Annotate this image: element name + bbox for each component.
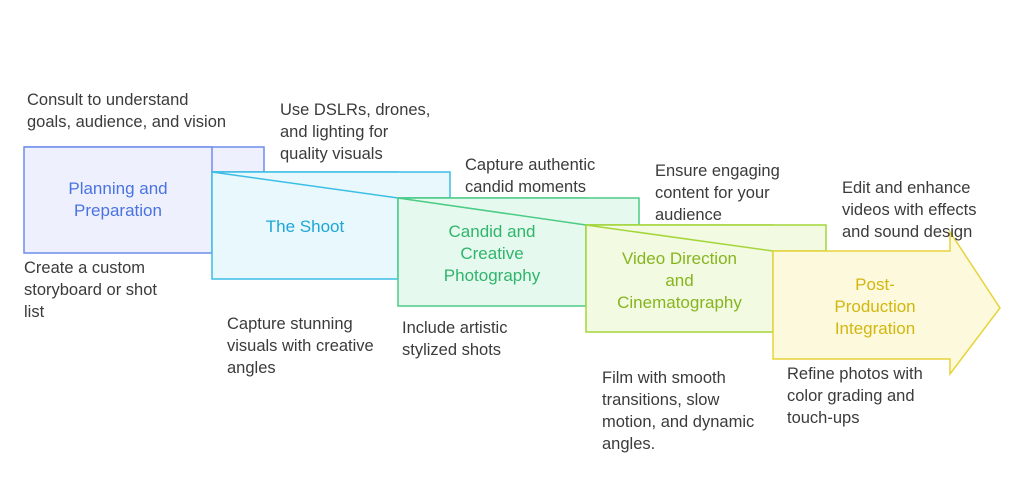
note-line: videos with effects [842,201,977,219]
step-5-top-note: Edit and enhance videos with effects and… [842,177,977,243]
step-5-title-line: Post- [855,275,895,294]
step-3-top-note: Capture authentic candid moments [465,154,595,198]
note-line: transitions, slow [602,391,720,409]
note-line: audience [655,206,722,224]
step-4-card [585,224,827,333]
step-1-title: Planning and Preparation [24,178,212,222]
step-5-arrow [772,229,1001,377]
step-4-shape [585,224,774,333]
step-5-title: Post- Production Integration [773,274,977,340]
step-4-bottom-note: Film with smooth transitions, slow motio… [602,367,754,455]
step-3-title: Candid and Creative Photography [398,221,586,287]
step-5-title-line: Production [834,297,916,316]
step-1-shape [23,146,213,254]
note-line: Capture authentic [465,156,596,174]
step-5-bottom-note: Refine photos with color grading and tou… [787,363,923,429]
step-3-title-line: Candid and [448,222,536,241]
note-line: Consult to understand [27,91,189,109]
note-line: Film with smooth [602,369,726,387]
step-3-card [397,197,640,307]
step-2-title: The Shoot [212,216,398,238]
note-line: visuals with creative [227,337,374,355]
step-3-bottom-note: Include artistic stylized shots [402,317,507,361]
note-line: Ensure engaging [655,162,780,180]
step-2-card [211,171,451,280]
step-4-title-line: Video Direction [622,249,737,268]
note-line: touch-ups [787,409,860,427]
note-line: candid moments [465,178,587,196]
note-line: and lighting for [280,123,389,141]
step-3-title-line: Creative [460,244,524,263]
step-4-title-line: and [665,271,694,290]
step-1-top-note: Consult to understand goals, audience, a… [27,89,226,133]
note-line: storyboard or shot [24,281,157,299]
step-3-title-line: Photography [443,266,541,285]
note-line: angles. [602,435,656,453]
step-1-bottom-note: Create a custom storyboard or shot list [24,257,157,323]
step-5-card [772,229,1001,377]
step-4-top-note: Ensure engaging content for your audienc… [655,160,780,226]
note-line: Refine photos with [787,365,923,383]
note-line: Use DSLRs, drones, [280,101,431,119]
step-1-card [23,146,265,254]
note-line: Edit and enhance [842,179,971,197]
note-line: quality visuals [280,145,383,163]
note-line: angles [227,359,276,377]
step-4-title-line: Cinematography [617,293,742,312]
note-line: and sound design [842,223,973,241]
step-2-title-line: The Shoot [265,217,345,236]
step-2-top-note: Use DSLRs, drones, and lighting for qual… [280,99,430,165]
step-1-title-line: Planning and [68,179,168,198]
step-1-title-line: Preparation [74,201,162,220]
step-2-bottom-note: Capture stunning visuals with creative a… [227,313,374,379]
step-5-title-line: Integration [834,319,916,338]
note-line: Create a custom [24,259,146,277]
note-line: Include artistic [402,319,508,337]
note-line: motion, and dynamic [602,413,755,431]
note-line: stylized shots [402,341,502,359]
note-line: goals, audience, and vision [27,113,227,131]
step-4-title: Video Direction and Cinematography [586,248,773,314]
note-line: Capture stunning [227,315,353,333]
note-line: list [24,303,45,321]
note-line: color grading and [787,387,915,405]
note-line: content for your [655,184,770,202]
